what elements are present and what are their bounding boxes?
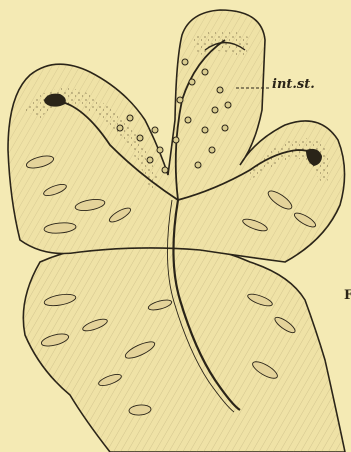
cropped-edge-letter: F (344, 288, 351, 303)
lower-lobe-texture (23, 245, 345, 452)
int-st-label: int.st. (272, 77, 315, 92)
